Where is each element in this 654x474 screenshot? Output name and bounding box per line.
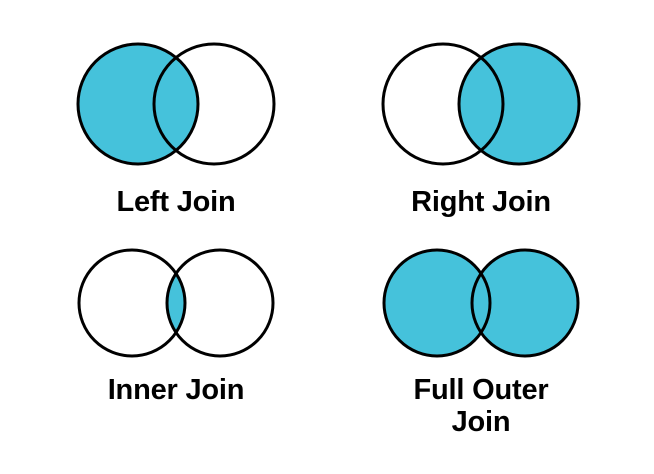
right-circle-outline (457, 42, 581, 166)
diagram-label-full-outer-join: Full Outer Join (413, 374, 549, 439)
diagram-label-inner-join: Inner Join (107, 374, 245, 406)
diagram-label-left-join: Left Join (116, 186, 236, 218)
left-circle-outline (76, 42, 200, 166)
right-circle-outline (470, 248, 580, 358)
diagram-cell-left-join: Left Join (30, 38, 322, 218)
right-circle-fill (459, 44, 579, 164)
left-circle-outline (381, 42, 505, 166)
venn-diagram-full-outer-join (375, 244, 587, 362)
left-circle-fill (384, 250, 490, 356)
venn-diagram-right-join (375, 38, 587, 170)
right-circle-outline (152, 42, 276, 166)
left-circle-fill (78, 44, 198, 164)
diagram-label-right-join: Right Join (411, 186, 551, 218)
right-circle-fill (472, 250, 578, 356)
diagram-cell-full-outer-join: Full Outer Join (335, 244, 627, 439)
right-circle-outline (165, 248, 275, 358)
left-circle-outline (382, 248, 492, 358)
diagram-cell-right-join: Right Join (335, 38, 627, 218)
left-circle-outline (77, 248, 187, 358)
diagram-cell-inner-join: Inner Join (30, 244, 322, 406)
venn-diagram-inner-join (70, 244, 282, 362)
venn-diagram-left-join (70, 38, 282, 170)
